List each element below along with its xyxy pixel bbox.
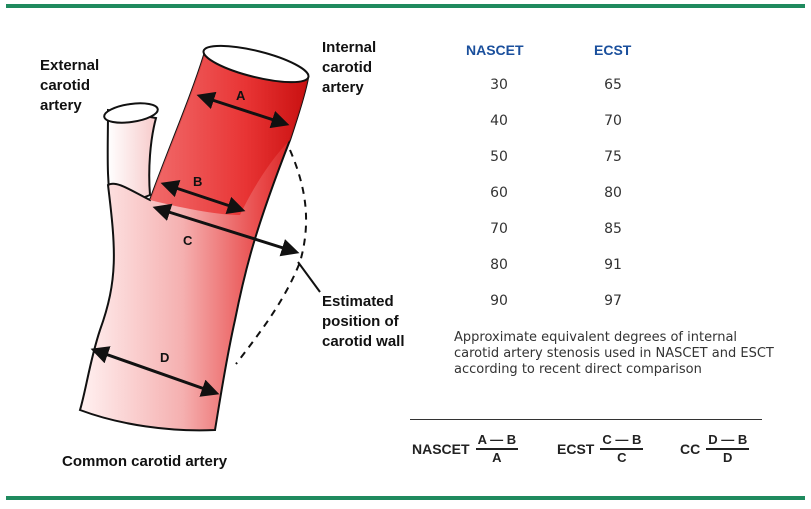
external-carotid-opening: [103, 102, 159, 124]
table-cell-ecst: 91: [604, 257, 622, 273]
estimated-wall-leader: [297, 261, 321, 293]
table-header-nascet: NASCET: [466, 42, 524, 58]
fraction: C — B C: [600, 432, 644, 466]
table-header-ecst: ECST: [594, 42, 632, 58]
formula-nascet: NASCET A — B A: [412, 432, 519, 466]
table-cell-ecst: 97: [604, 293, 622, 309]
table-cell-nascet: 90: [490, 293, 508, 309]
label-estimated-wall: Estimated position of carotid wall: [322, 293, 405, 350]
formula-cc: CC D — B D: [680, 432, 750, 466]
table-cell-ecst: 65: [604, 77, 622, 93]
table-cell-nascet: 40: [490, 113, 508, 129]
marker-b: B: [193, 174, 202, 189]
formula-name: NASCET: [412, 441, 470, 457]
label-internal-carotid: Internal carotid artery: [322, 39, 377, 96]
measure-arrow-c: [152, 203, 300, 257]
internal-carotid-opening: [202, 44, 310, 84]
fraction: D — B D: [706, 432, 750, 466]
marker-c: C: [183, 233, 193, 248]
marker-a: A: [236, 88, 246, 103]
formula-name: CC: [680, 441, 701, 457]
table-cell-ecst: 75: [604, 149, 622, 165]
label-common-carotid: Common carotid artery: [62, 453, 228, 470]
formula-name: ECST: [557, 441, 595, 457]
fraction-numerator: D — B: [706, 432, 750, 450]
fraction: A — B A: [475, 432, 519, 466]
table-cell-ecst: 80: [604, 185, 622, 201]
formula-separator: [410, 419, 762, 420]
formula-ecst: ECST C — B C: [557, 432, 644, 466]
table-caption: Approximate equivalent degrees of intern…: [454, 330, 774, 377]
fraction-numerator: A — B: [475, 432, 519, 450]
bottom-divider: [6, 496, 805, 500]
table-cell-nascet: 70: [490, 221, 508, 237]
marker-d: D: [160, 350, 169, 365]
fraction-numerator: C — B: [600, 432, 644, 450]
fraction-denominator: C: [617, 450, 627, 465]
table-cell-nascet: 30: [490, 77, 508, 93]
table-cell-nascet: 60: [490, 185, 508, 201]
table-cell-ecst: 85: [604, 221, 622, 237]
fraction-denominator: A: [492, 450, 502, 465]
measure-arrow-d: [90, 346, 220, 397]
table-cell-nascet: 50: [490, 149, 508, 165]
label-external-carotid: External carotid artery: [40, 57, 100, 114]
measure-arrow-a: [196, 91, 290, 129]
top-divider: [6, 4, 805, 8]
table-cell-ecst: 70: [604, 113, 622, 129]
table-cell-nascet: 80: [490, 257, 508, 273]
fraction-denominator: D: [723, 450, 733, 465]
estimated-wall-dashed-line: [235, 149, 308, 365]
